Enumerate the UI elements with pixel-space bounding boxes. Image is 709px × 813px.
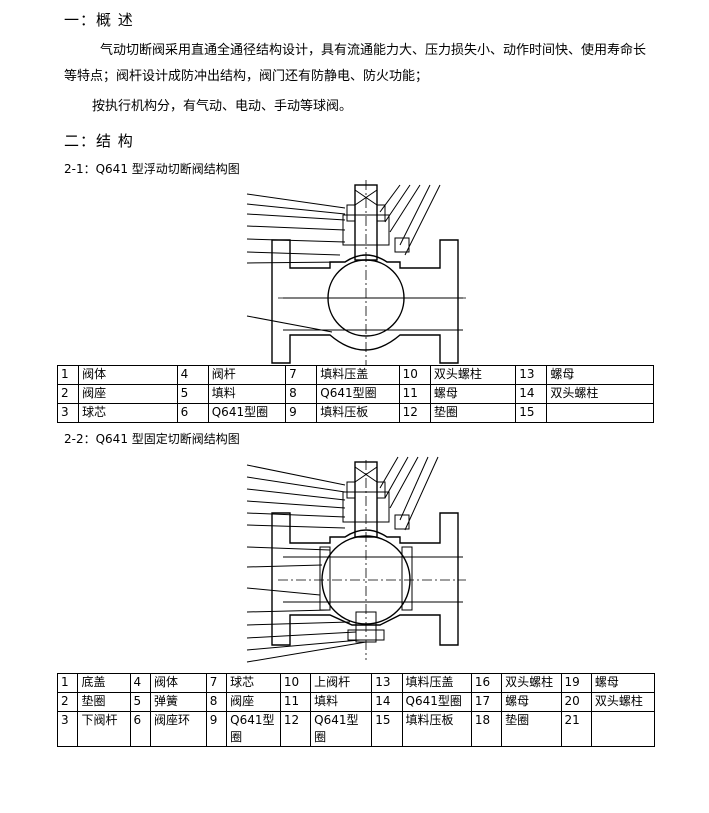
part-name-cell: 球芯 <box>78 403 178 423</box>
part-number-cell: 4 <box>129 673 151 693</box>
part-number-cell: 17 <box>470 692 503 712</box>
part-name-cell: 双头螺柱 <box>590 692 656 712</box>
part-name-cell: 垫圈 <box>501 711 562 747</box>
part-number-cell: 12 <box>398 403 431 423</box>
structure-heading: 二：结 构 <box>64 132 134 150</box>
part-name-cell: 填料压盖 <box>401 673 472 693</box>
overview-heading: 一：概 述 <box>64 11 134 29</box>
part-number-cell: 5 <box>129 692 151 712</box>
part-name-cell: 弹簧 <box>149 692 207 712</box>
figure2-caption: 2-2：Q641 型固定切断阀结构图 <box>64 432 240 446</box>
part-name-cell: Q641型圈 <box>226 711 281 747</box>
part-number-cell: 20 <box>560 692 592 712</box>
part-name-cell: 双头螺柱 <box>501 673 562 693</box>
part-name-cell: 阀座环 <box>149 711 207 747</box>
part-number-cell: 15 <box>371 711 403 747</box>
part-name-cell: Q641型圈 <box>316 384 400 404</box>
part-number-cell: 18 <box>470 711 503 747</box>
part-name-cell: 上阀杆 <box>310 673 373 693</box>
part-name-cell: 螺母 <box>501 692 562 712</box>
part-name-cell: 填料压盖 <box>316 365 400 385</box>
part-number-cell: 2 <box>56 692 79 712</box>
part-name-cell: Q641型圈 <box>207 403 287 423</box>
overview-paragraph-1: 气动切断阀采用直通全通径结构设计，具有流通能力大、压力损失小、动作时间快、使用寿… <box>64 43 647 84</box>
part-name-cell: 垫圈 <box>77 692 131 712</box>
part-name-cell <box>546 403 654 423</box>
part-name-cell <box>590 711 656 747</box>
part-number-cell: 12 <box>279 711 312 747</box>
part-number-cell: 14 <box>515 384 548 404</box>
part-number-cell: 15 <box>515 403 548 423</box>
part-name-cell: 螺母 <box>590 673 656 693</box>
part-name-cell: 阀座 <box>226 692 281 712</box>
part-name-cell: 填料 <box>310 692 373 712</box>
part-number-cell: 19 <box>560 673 592 693</box>
part-number-cell: 6 <box>176 403 209 423</box>
part-number-cell: 7 <box>205 673 228 693</box>
part-number-cell: 16 <box>470 673 503 693</box>
part-name-cell: 阀体 <box>149 673 207 693</box>
part-name-cell: 螺母 <box>546 365 654 385</box>
part-name-cell: 底盖 <box>77 673 131 693</box>
part-name-cell: 球芯 <box>226 673 281 693</box>
part-number-cell: 9 <box>205 711 228 747</box>
part-number-cell: 21 <box>560 711 592 747</box>
part-number-cell: 6 <box>129 711 151 747</box>
overview-paragraph-2: 按执行机构分，有气动、电动、手动等球阀。 <box>92 99 353 114</box>
part-name-cell: 螺母 <box>429 384 517 404</box>
part-number-cell: 3 <box>56 711 79 747</box>
part-number-cell: 10 <box>279 673 312 693</box>
part-number-cell: 1 <box>56 673 79 693</box>
part-number-cell: 11 <box>279 692 312 712</box>
part-name-cell: 双头螺柱 <box>429 365 517 385</box>
part-name-cell: 填料压板 <box>401 711 472 747</box>
part-number-cell: 9 <box>285 403 318 423</box>
part-number-cell: 14 <box>371 692 403 712</box>
part-name-cell: 下阀杆 <box>77 711 131 747</box>
part-number-cell: 3 <box>56 403 80 423</box>
part-number-cell: 8 <box>205 692 228 712</box>
part-number-cell: 5 <box>176 384 209 404</box>
part-number-cell: 13 <box>371 673 403 693</box>
part-name-cell: Q641型圈 <box>310 711 373 747</box>
part-name-cell: Q641型圈 <box>401 692 472 712</box>
figure1-caption: 2-1：Q641 型浮动切断阀结构图 <box>64 162 240 176</box>
